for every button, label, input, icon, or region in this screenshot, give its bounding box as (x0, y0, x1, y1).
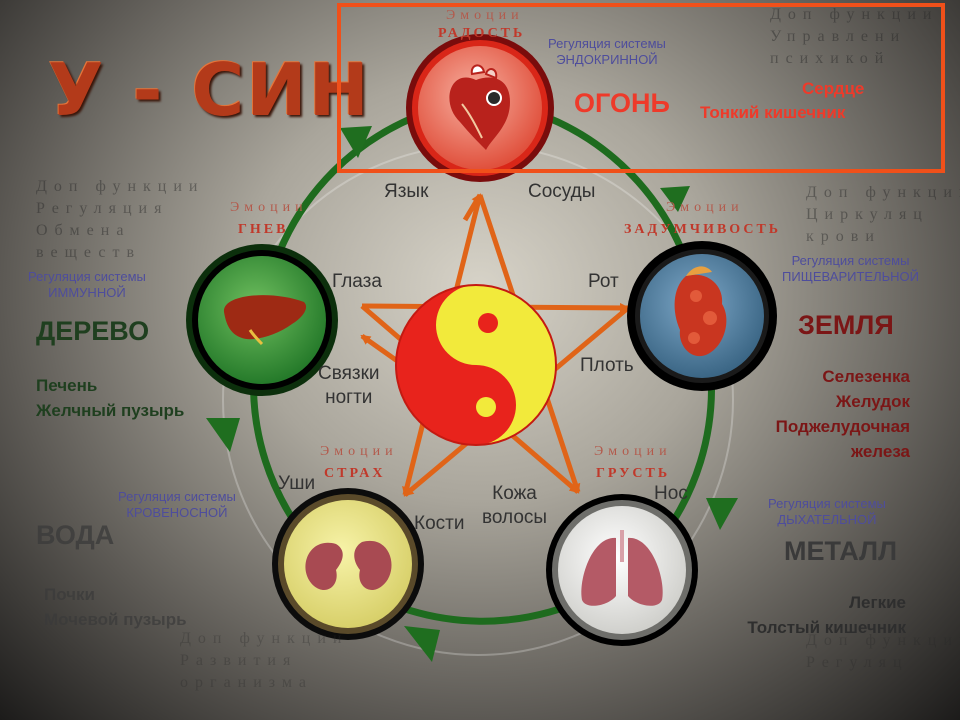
fire-organ-1: Сердце (802, 79, 865, 98)
liver-icon (223, 295, 307, 346)
wood-node (186, 244, 338, 396)
fire-element: ОГОНЬ (574, 88, 670, 118)
metal-emotion: ГРУСТЬ (596, 466, 671, 481)
spleen-icon (674, 266, 727, 357)
earth-part-flesh: Плоть (580, 355, 634, 376)
earth-emotion: ЗАДУМЧИВОСТЬ (624, 222, 782, 237)
lungs-icon (581, 530, 663, 606)
page-title: У - СИН (48, 48, 371, 132)
wood-emotion: ГНЕВ (238, 222, 289, 237)
metal-emotion-label: Эмоции (594, 444, 672, 459)
earth-part-mouth: Рот (588, 271, 619, 292)
wood-emotion-label: Эмоции (230, 200, 308, 215)
fire-part-vessels: Сосуды (528, 181, 596, 202)
fire-node (406, 34, 554, 182)
water-emotion-label: Эмоции (320, 444, 398, 459)
cycle-arrow-icon (340, 126, 372, 158)
water-node (272, 488, 424, 640)
metal-node (546, 494, 698, 646)
water-emotion: СТРАХ (324, 466, 386, 481)
cycle-arrow-icon (206, 418, 240, 452)
wood-element: ДЕРЕВО (36, 316, 150, 346)
fire-organ-2: Тонкий кишечник (700, 103, 846, 122)
earth-element: ЗЕМЛЯ (798, 310, 894, 340)
fire-part-tongue: Язык (384, 181, 429, 202)
wood-part-eyes: Глаза (332, 271, 382, 292)
kidneys-icon (305, 540, 392, 591)
heart-icon (449, 64, 510, 151)
cycle-arrow-icon (706, 498, 738, 530)
water-part-ears: Уши (278, 473, 316, 494)
earth-node (627, 241, 777, 391)
water-element: ВОДА (36, 520, 115, 550)
metal-part-nose: Нос (654, 483, 688, 504)
earth-emotion-label: Эмоции (666, 200, 744, 215)
fire-emotion: РАДОСТЬ (438, 26, 526, 41)
yin-yang-icon (395, 284, 557, 446)
fire-emotion-label: Эмоции (446, 8, 524, 23)
metal-element: МЕТАЛЛ (784, 536, 898, 566)
water-part-bones: Кости (414, 513, 465, 534)
cycle-arrow-icon (404, 626, 440, 662)
cycle-arrow-icon (660, 186, 690, 212)
